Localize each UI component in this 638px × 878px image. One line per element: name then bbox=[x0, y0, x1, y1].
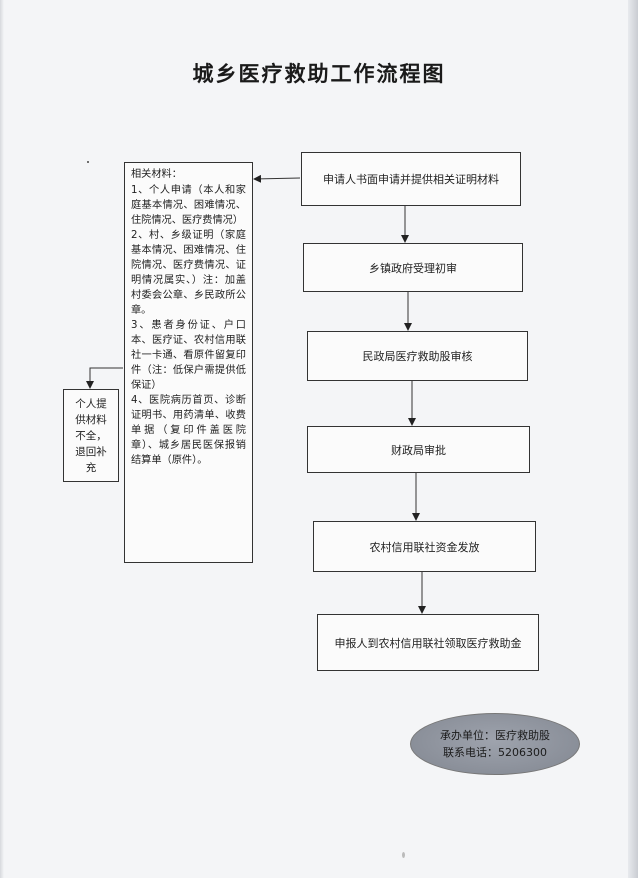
flow-step-collect-aid: 申报人到农村信用联社领取医疗救助金 bbox=[317, 614, 539, 671]
materials-item-2: 2、村、乡级证明（家庭基本情况、困难情况、住院情况、医疗费情况、证明情况属实、）… bbox=[131, 230, 246, 316]
scan-speck bbox=[87, 161, 89, 163]
reject-note-text: 个人提供材料不全，退回补充 bbox=[75, 398, 107, 474]
arrow-apply-to-materials bbox=[253, 174, 301, 183]
flow-step-fund-disbursement-label: 农村信用联社资金发放 bbox=[369, 540, 480, 554]
stamp-unit: 承办单位：医疗救助股 bbox=[440, 729, 550, 742]
page-title: 城乡医疗救助工作流程图 bbox=[192, 62, 446, 86]
flow-step-apply: 申请人书面申请并提供相关证明材料 bbox=[301, 152, 521, 206]
scan-border-right bbox=[628, 0, 638, 878]
flow-step-civil-affairs-audit-label: 民政局医疗救助股审核 bbox=[362, 350, 473, 363]
flow-step-apply-label: 申请人书面申请并提供相关证明材料 bbox=[323, 173, 499, 186]
reject-note-box: 个人提供材料不全，退回补充 bbox=[63, 389, 119, 482]
flow-step-civil-affairs-audit: 民政局医疗救助股审核 bbox=[307, 331, 528, 381]
materials-header: 相关材料： bbox=[131, 169, 182, 180]
flow-step-finance-approval: 财政局审批 bbox=[307, 426, 530, 473]
flow-step-township-review-label: 乡镇政府受理初审 bbox=[369, 261, 457, 275]
materials-item-3: 3、患者身份证、户口本、医疗证、农村信用联社一卡通、看原件留复印件（注：低保户需… bbox=[131, 320, 246, 391]
scan-speck bbox=[402, 852, 405, 858]
scan-border-left bbox=[0, 0, 4, 878]
materials-item-4: 4、医院病历首页、诊断证明书、用药清单、收费单据（复印件盖医院章）、城乡居民医保… bbox=[131, 395, 246, 466]
stamp-phone: 联系电话：5206300 bbox=[443, 746, 547, 759]
flow-step-township-review: 乡镇政府受理初审 bbox=[303, 243, 523, 292]
related-materials-box: 相关材料： 1、个人申请（本人和家庭基本情况、困难情况、住院情况、医疗费情况） … bbox=[124, 162, 253, 563]
materials-item-1: 1、个人申请（本人和家庭基本情况、困难情况、住院情况、医疗费情况） bbox=[131, 185, 246, 226]
flow-step-fund-disbursement: 农村信用联社资金发放 bbox=[313, 521, 536, 572]
flow-step-collect-aid-label: 申报人到农村信用联社领取医疗救助金 bbox=[334, 636, 522, 650]
flow-step-finance-approval-label: 财政局审批 bbox=[391, 443, 446, 457]
arrow-materials-to-reject bbox=[86, 367, 123, 389]
contact-stamp: 承办单位：医疗救助股 联系电话：5206300 bbox=[410, 713, 580, 775]
